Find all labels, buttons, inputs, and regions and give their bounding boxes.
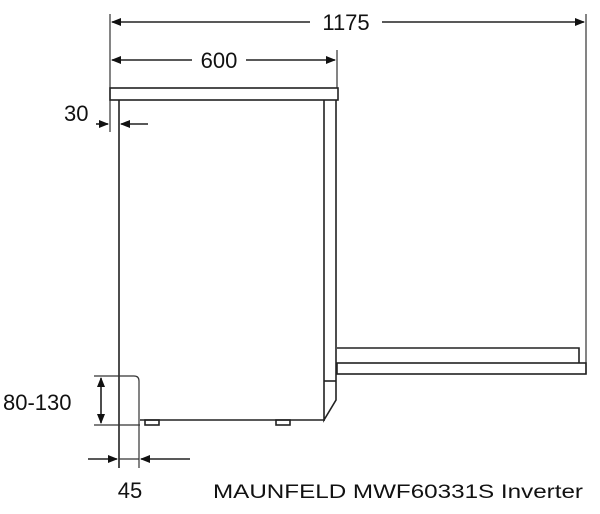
plinth-recess: 80-130 xyxy=(3,375,140,468)
model-caption: MAUNFELD MWF60331S Inverter xyxy=(213,482,584,503)
worktop xyxy=(109,87,339,101)
dimension-1175-label: 1175 xyxy=(322,10,369,35)
dimension-plinth-depth: 45 xyxy=(88,455,190,503)
dimension-80-130-label: 80-130 xyxy=(3,390,72,415)
dimension-45-label: 45 xyxy=(118,478,142,503)
foot-front xyxy=(144,419,160,426)
dimension-total-depth: 1175 xyxy=(109,10,587,374)
foot-rear xyxy=(275,419,291,426)
dimension-width: 600 xyxy=(111,48,338,88)
washing-machine-body xyxy=(118,100,337,468)
dimension-side-gap: 30 xyxy=(64,101,148,128)
dimension-30-label: 30 xyxy=(64,101,88,126)
pull-out-rail xyxy=(336,347,587,375)
dimension-600-label: 600 xyxy=(201,48,238,73)
